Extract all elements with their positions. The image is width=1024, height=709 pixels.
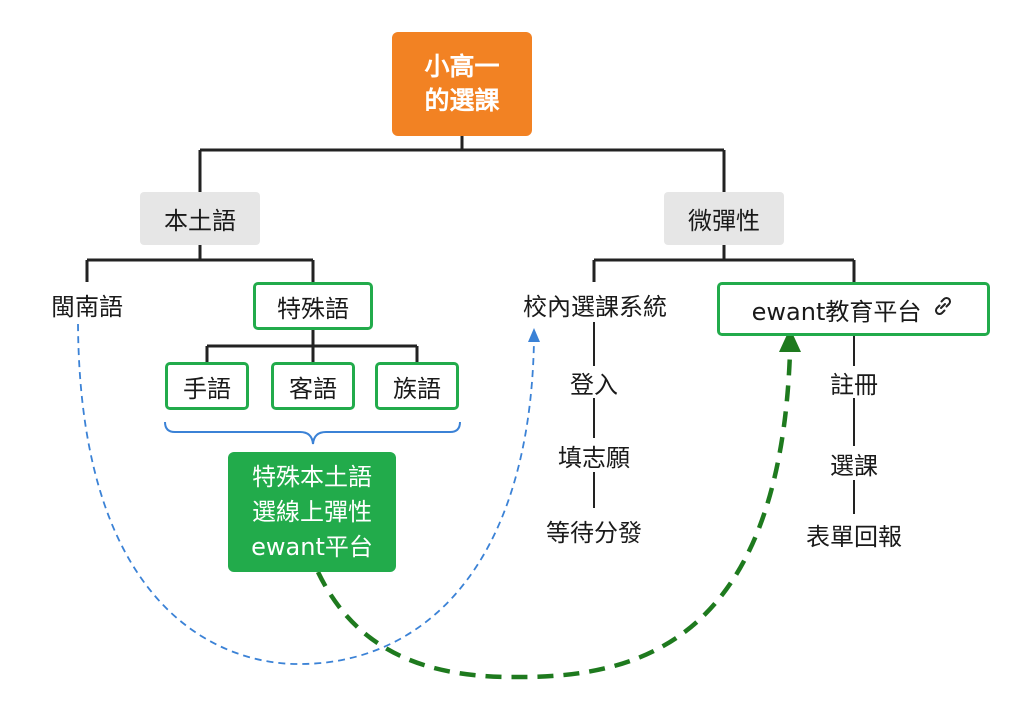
school-step-3: 等待分發 bbox=[546, 518, 642, 547]
school-step-1: 登入 bbox=[570, 370, 618, 399]
indigenous-node: 族語 bbox=[375, 362, 459, 410]
hakka-node: 客語 bbox=[271, 362, 355, 410]
root-line-1: 小高一 bbox=[424, 52, 500, 81]
note-line-3: ewant平台 bbox=[251, 532, 373, 561]
ewant-step-3: 表單回報 bbox=[806, 522, 902, 551]
blue-dashed-arrow bbox=[77, 323, 535, 665]
link-icon[interactable] bbox=[931, 294, 955, 324]
ewant-step-2: 選課 bbox=[830, 451, 878, 480]
flexible-node: 微彈性 bbox=[664, 192, 784, 245]
special-language-node: 特殊語 bbox=[253, 282, 373, 330]
sign-language-node: 手語 bbox=[165, 362, 249, 410]
local-language-connector bbox=[85, 245, 315, 282]
green-arrowhead bbox=[779, 328, 801, 352]
note-line-1: 特殊本土語 bbox=[252, 462, 372, 491]
ewant-step-1: 註冊 bbox=[830, 370, 878, 399]
root-connector bbox=[198, 136, 726, 192]
school-step-2: 填志願 bbox=[558, 443, 630, 472]
root-node: 小高一 的選課 bbox=[392, 32, 532, 136]
ewant-node[interactable]: ewant教育平台 bbox=[717, 282, 990, 336]
blue-arrowhead bbox=[528, 328, 540, 342]
local-language-node: 本土語 bbox=[140, 192, 260, 245]
blue-brace bbox=[164, 421, 461, 445]
minnan-node: 閩南語 bbox=[51, 292, 123, 321]
root-line-2: 的選課 bbox=[424, 86, 500, 115]
special-language-connector bbox=[205, 330, 419, 362]
online-note-box: 特殊本土語 選線上彈性 ewant平台 bbox=[228, 452, 396, 572]
flexible-connector bbox=[592, 245, 856, 282]
ewant-label: ewant教育平台 bbox=[751, 297, 922, 326]
school-system-node: 校內選課系統 bbox=[523, 292, 667, 321]
note-line-2: 選線上彈性 bbox=[252, 497, 372, 526]
